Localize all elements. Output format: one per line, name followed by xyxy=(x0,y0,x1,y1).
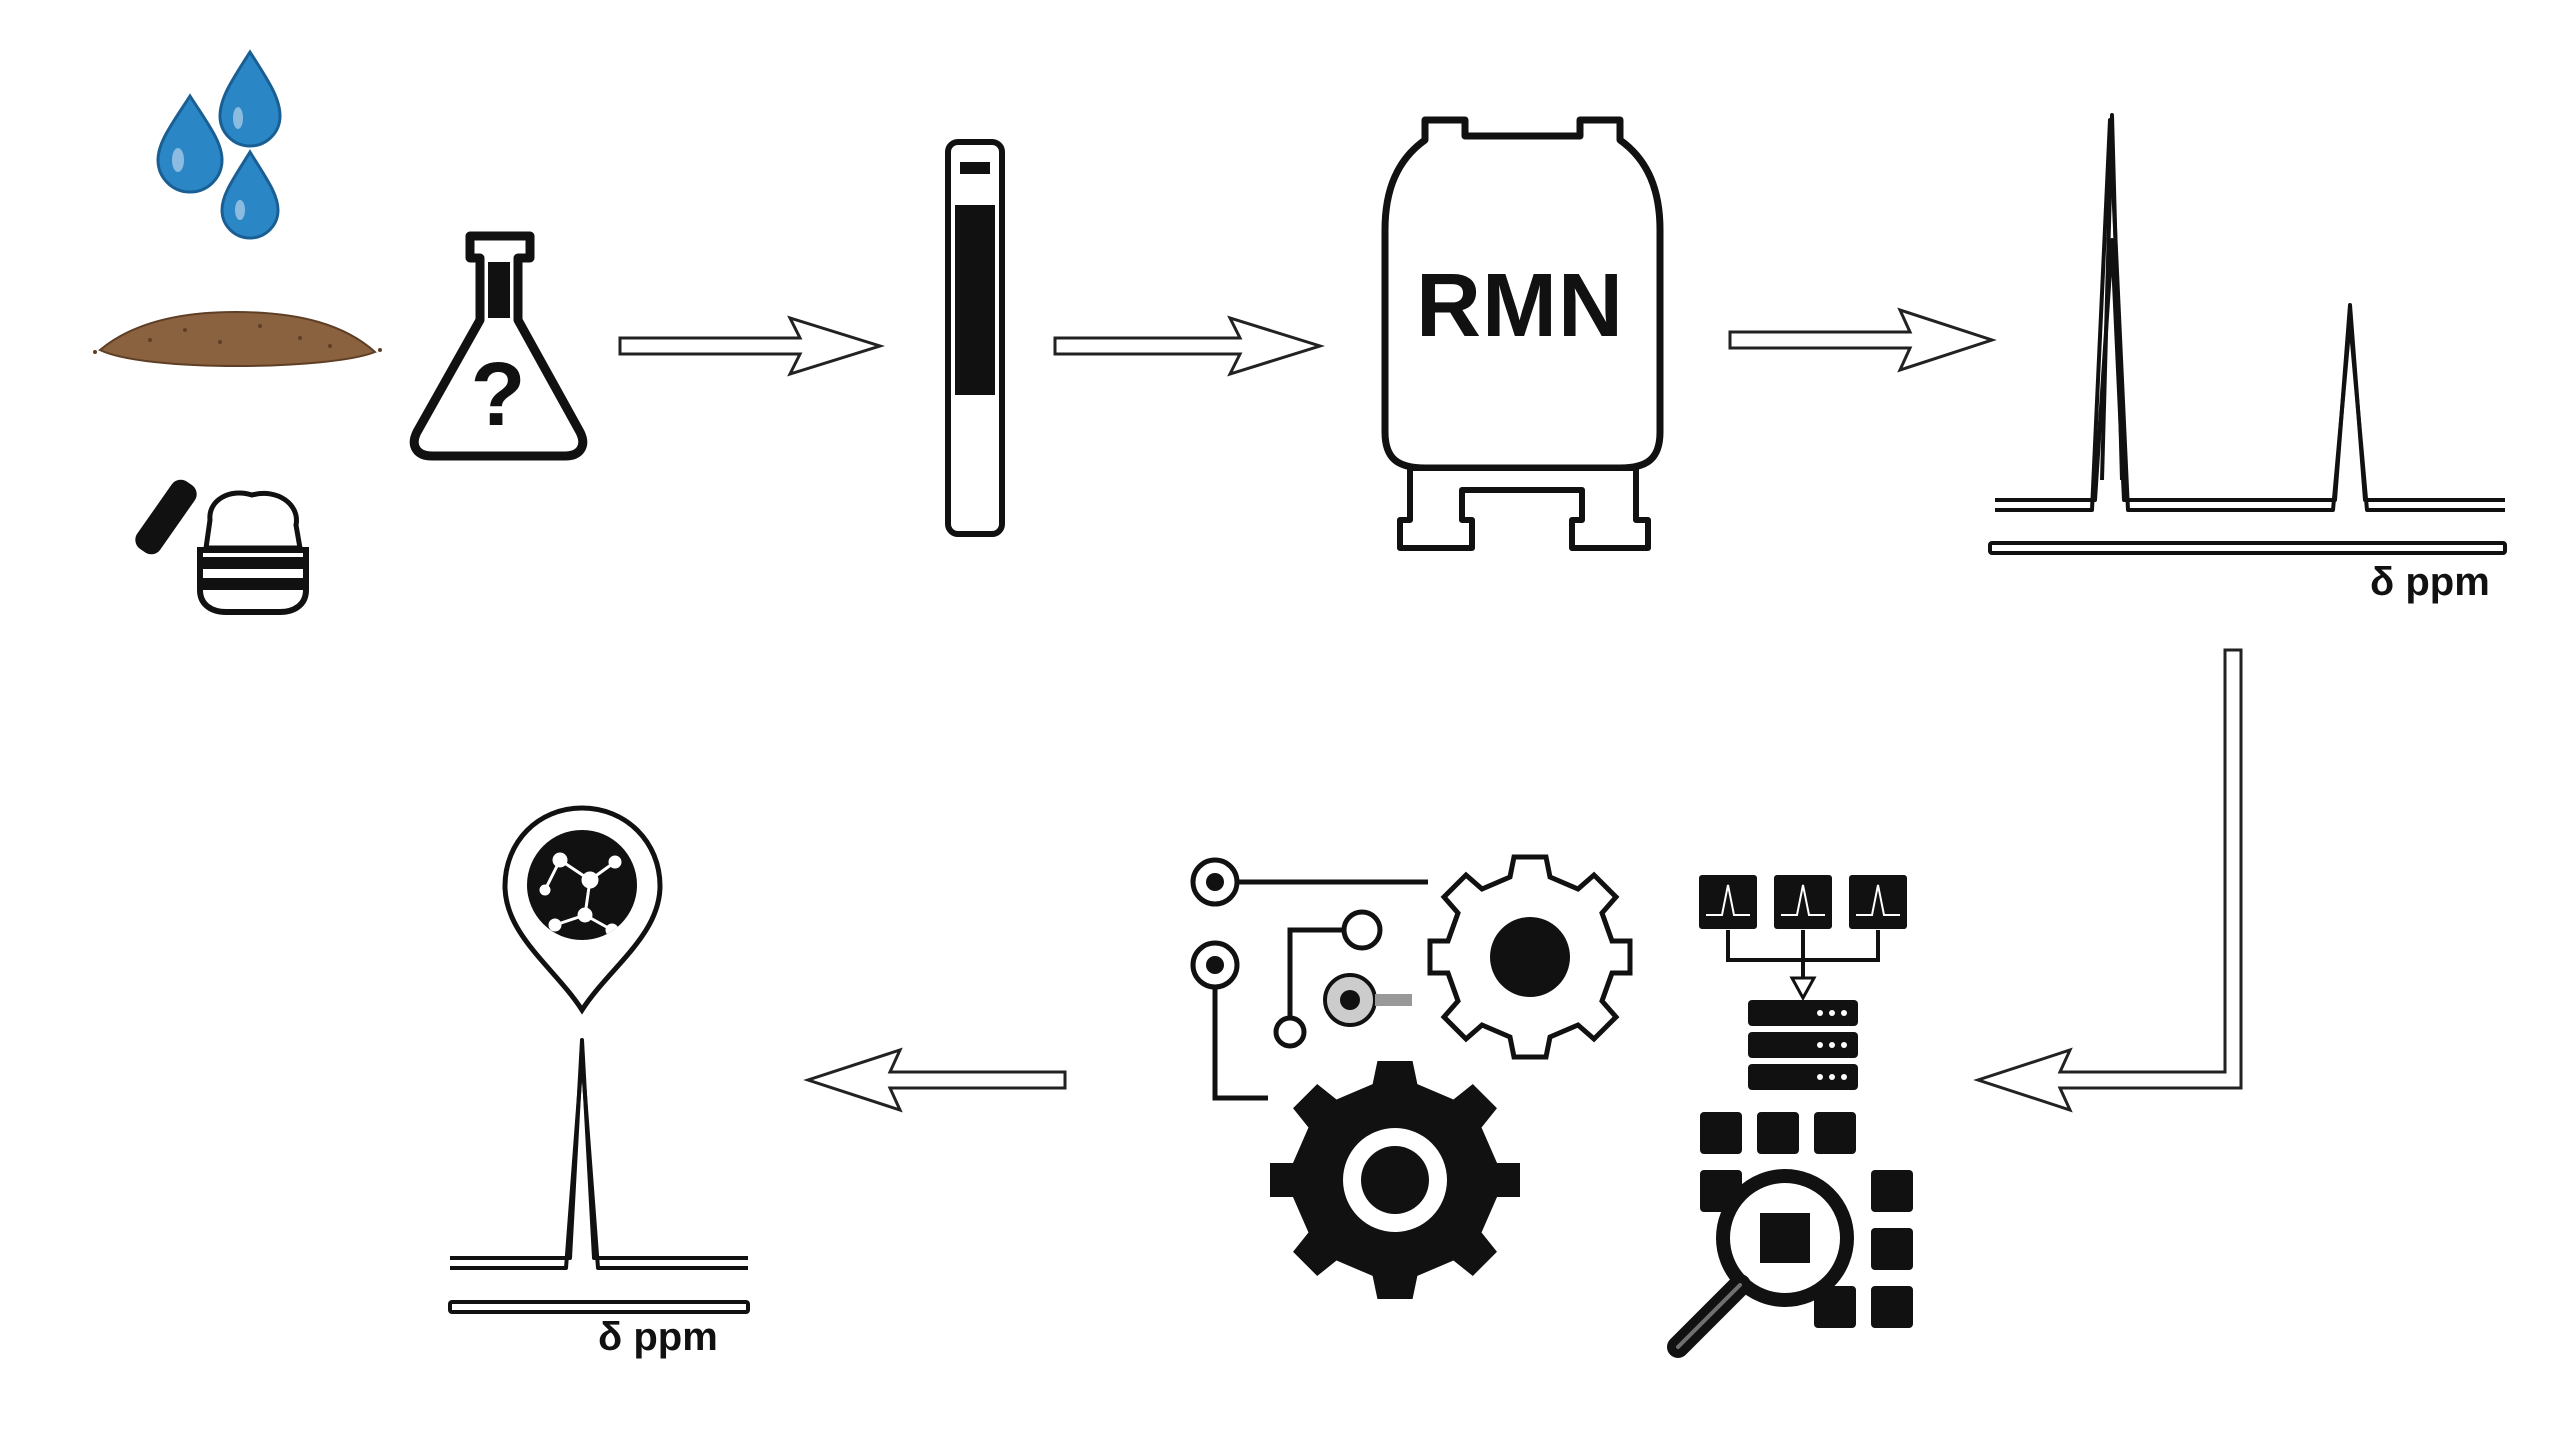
arrow-processing-to-result xyxy=(803,1047,1067,1113)
rmn-label: RMN xyxy=(1416,256,1624,356)
arrow-tube-to-rmn xyxy=(1053,315,1326,377)
nmr-spectrometer-icon xyxy=(1381,116,1664,551)
soil-pile-icon xyxy=(93,310,382,367)
gears-icon xyxy=(1264,854,1633,1305)
database-icon xyxy=(1697,873,1909,1090)
spectrum-icon xyxy=(1988,113,2507,555)
location-pin-molecule-icon xyxy=(502,805,663,1015)
svg-text:?: ? xyxy=(471,345,526,445)
single-peak-spectrum-icon xyxy=(448,1038,750,1314)
ppm-axis-label-top: δ ppm xyxy=(2370,560,2490,604)
arrow-flask-to-tube xyxy=(618,315,886,377)
cream-jar-icon xyxy=(129,473,309,615)
arrow-rmn-to-spectrum xyxy=(1728,307,1997,373)
circuit-icon xyxy=(1190,857,1428,1101)
grid-search-icon xyxy=(1667,1108,1917,1358)
flask-question-icon: ? xyxy=(409,231,588,461)
ppm-axis-label-bottom: δ ppm xyxy=(598,1315,718,1359)
water-drops-icon xyxy=(156,49,282,240)
nmr-tube-icon xyxy=(945,139,1005,537)
arrow-spectrum-to-processing xyxy=(1973,648,2243,1113)
